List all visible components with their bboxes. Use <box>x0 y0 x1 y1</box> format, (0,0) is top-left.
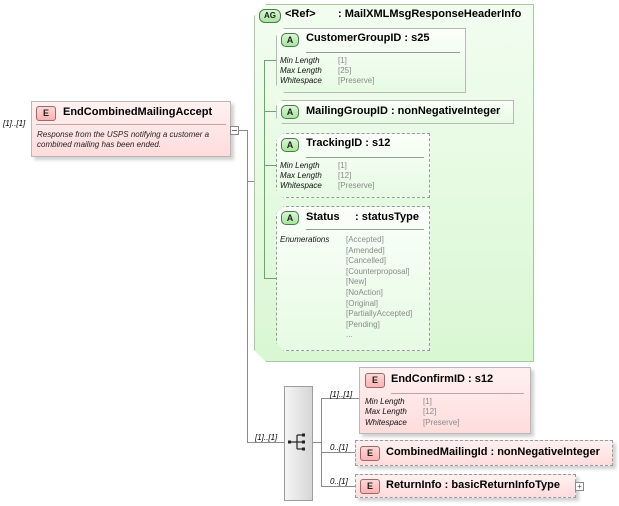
facet-label: Whitespace <box>280 76 322 85</box>
attribute-status[interactable] <box>276 206 430 351</box>
sequence-connector-trunk <box>321 398 322 486</box>
enumeration-value: [New] <box>346 277 367 287</box>
enumeration-value: ... <box>346 330 353 340</box>
sequence-connector-1 <box>321 398 359 399</box>
attribute-badge: A <box>281 33 299 47</box>
attribute-group-badge: AG <box>259 9 281 23</box>
enumeration-list: [Accepted] [Amended] [Cancelled] [Counte… <box>346 235 412 341</box>
separator <box>36 124 226 125</box>
connector-root <box>238 130 247 131</box>
enumerations-label: Enumerations <box>280 235 330 244</box>
element-badge: E <box>36 106 56 121</box>
facet-label: Whitespace <box>280 181 322 190</box>
sequence-multiplicity: [1]..[1] <box>255 433 278 442</box>
facet-label: Max Length <box>280 66 322 75</box>
element-return-info[interactable] <box>355 474 576 498</box>
facet-value: [1] <box>423 397 432 406</box>
enumeration-value: [Pending] <box>346 319 380 329</box>
facet-value: [12] <box>423 407 437 416</box>
sequence-connector-2 <box>321 452 355 453</box>
facet-label: Whitespace <box>365 418 407 427</box>
enumeration-value: [NoAction] <box>346 287 383 297</box>
facet-value: [Preserve] <box>338 181 375 190</box>
attribute-name: Status <box>306 211 340 223</box>
facet-label: Min Length <box>280 161 320 170</box>
attribute-badge: A <box>281 105 299 119</box>
attribute-name: CustomerGroupID : s25 <box>306 32 430 44</box>
separator <box>306 52 460 53</box>
element-badge: E <box>365 373 385 388</box>
element-end-confirm-id[interactable] <box>359 367 531 434</box>
group-connector-4 <box>264 278 276 279</box>
attribute-group-name: : MailXMLMsgResponseHeaderInfo <box>338 8 522 20</box>
root-multiplicity: [1]..[1] <box>3 119 26 128</box>
separator <box>306 229 424 230</box>
facet-label: Max Length <box>280 171 322 180</box>
attribute-name: TrackingID : s12 <box>306 137 391 149</box>
element-combined-mailing-id[interactable] <box>355 440 613 466</box>
child-multiplicity: [1]..[1] <box>330 390 353 399</box>
facet-value: [12] <box>338 171 352 180</box>
sequence-icon <box>288 433 305 451</box>
group-connector-3 <box>264 165 276 166</box>
separator <box>306 157 424 158</box>
collapse-icon[interactable] <box>230 126 239 135</box>
attribute-name: MailingGroupID : nonNegativeInteger <box>306 105 501 117</box>
sequence-connector-out <box>313 442 321 443</box>
facet-label: Min Length <box>365 397 405 406</box>
child-multiplicity: 0..[1] <box>330 443 348 452</box>
enumeration-value: [Counterproposal] <box>346 266 410 276</box>
enumeration-value: [Amended] <box>346 245 385 255</box>
attribute-tracking-id[interactable] <box>276 133 430 198</box>
attribute-customer-group-id[interactable] <box>276 28 466 93</box>
facet-value: [Preserve] <box>338 76 375 85</box>
group-connector-2 <box>264 111 276 112</box>
attribute-mailing-group-id[interactable] <box>276 100 514 124</box>
element-name: ReturnInfo : basicReturnInfoType <box>386 479 560 491</box>
root-element-name: EndCombinedMailingAccept <box>63 106 213 118</box>
expand-icon[interactable]: + <box>575 482 584 491</box>
facet-value: [Preserve] <box>423 418 460 427</box>
group-connector-1 <box>264 60 276 61</box>
enumeration-value: [Original] <box>346 298 379 308</box>
separator <box>391 393 524 394</box>
facet-value: [1] <box>338 161 347 170</box>
facet-value: [1] <box>338 56 347 65</box>
sequence-connector-3 <box>321 486 355 487</box>
root-element-end-combined-mailing-accept[interactable] <box>31 101 231 157</box>
attribute-badge: A <box>281 211 299 225</box>
connector-to-sequence <box>247 442 284 443</box>
child-multiplicity: 0..[1] <box>330 477 348 486</box>
element-badge: E <box>360 446 380 461</box>
connector-trunk <box>247 130 248 442</box>
element-name: CombinedMailingId : nonNegativeInteger <box>386 446 600 458</box>
facet-label: Max Length <box>365 407 407 416</box>
element-badge: E <box>360 479 380 494</box>
attribute-group-ref: <Ref> <box>285 8 316 20</box>
facet-label: Min Length <box>280 56 320 65</box>
group-connector-trunk <box>264 60 265 278</box>
attribute-badge: A <box>281 138 299 152</box>
enumeration-value: [PartiallyAccepted] <box>346 309 413 319</box>
facet-value: [25] <box>338 66 352 75</box>
connector-to-group <box>247 181 255 182</box>
element-name: EndConfirmID : s12 <box>391 373 494 385</box>
enumeration-value: [Cancelled] <box>346 256 387 266</box>
root-description: Response from the USPS notifying a custo… <box>37 130 210 149</box>
attribute-type: : statusType <box>355 211 419 223</box>
enumeration-value: [Accepted] <box>346 235 384 244</box>
